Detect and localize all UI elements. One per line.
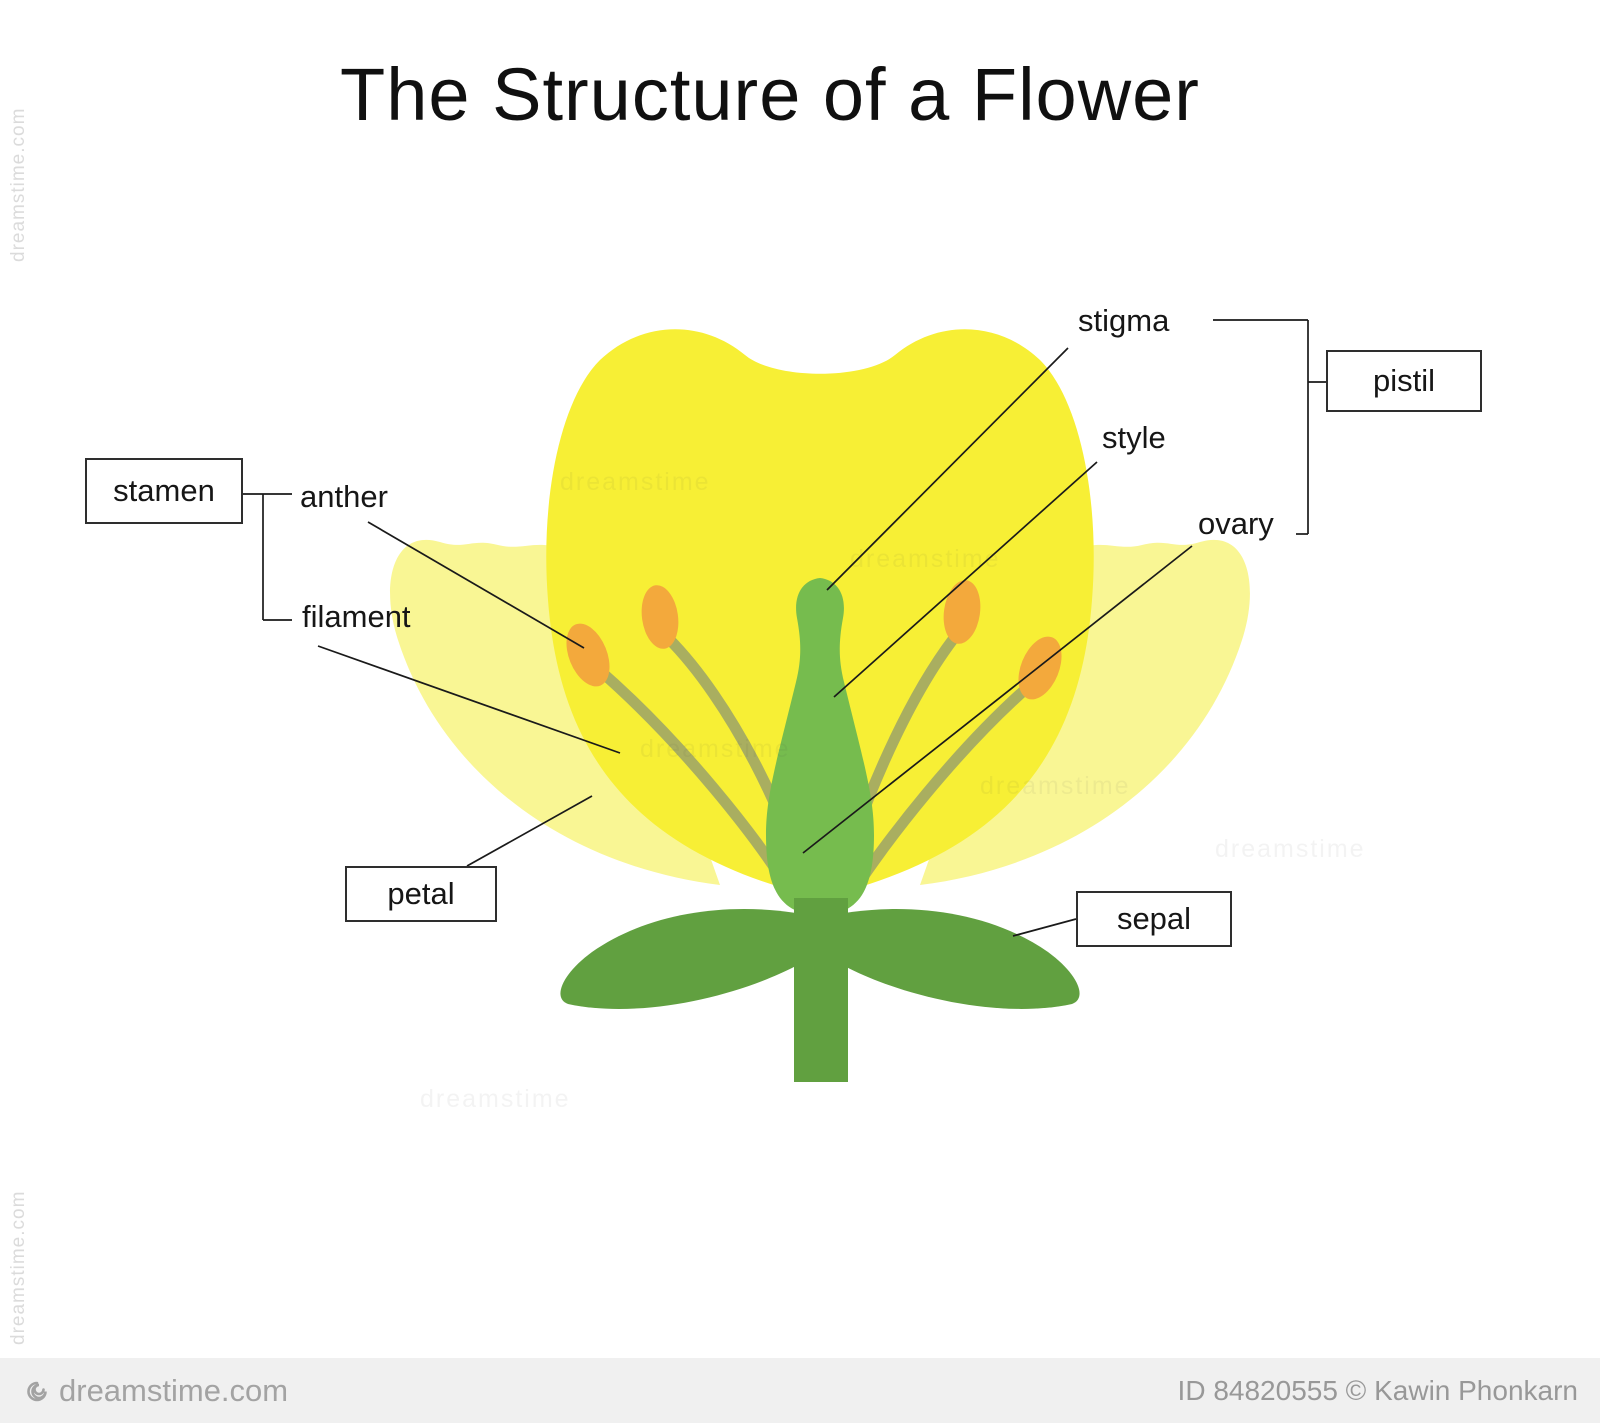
pistil-shape [766, 578, 874, 915]
anther-inner-left [641, 585, 679, 649]
watermark-text: dreamstime [420, 1085, 571, 1113]
label-sepal: sepal [1116, 900, 1192, 936]
watermark-text: dreamstime [850, 545, 1001, 573]
anther-outer-right [1018, 636, 1062, 700]
sepal-right-shape [818, 909, 1080, 1009]
sepal-leader-line [1012, 918, 1077, 937]
label-style: style [1102, 420, 1166, 455]
stigma-leader-line [826, 347, 1069, 591]
label-filament: filament [302, 599, 411, 634]
watermark-vertical: dreamstime.com [8, 107, 29, 262]
label-stigma: stigma [1078, 303, 1170, 338]
watermark-text: dreamstime [560, 468, 711, 496]
petal-leader-line [466, 795, 593, 867]
image-credit: ID 84820555 © Kawin Phonkarn [1177, 1374, 1578, 1406]
sepal-left-shape [560, 909, 822, 1009]
label-ovary: ovary [1198, 506, 1274, 541]
brand-logo: dreamstime.com [22, 1373, 288, 1409]
ovary-leader-line [802, 545, 1193, 854]
dreamstime-spiral-icon [27, 1381, 47, 1401]
watermark-vertical: dreamstime.com [8, 1190, 29, 1345]
anther-leader-line [367, 521, 585, 649]
label-box-pistil: pistil [1326, 350, 1482, 412]
label-pistil: pistil [1372, 362, 1435, 398]
label-box-sepal: sepal [1076, 891, 1232, 947]
anther-inner-right [943, 580, 981, 644]
watermark-text: dreamstime [1215, 835, 1366, 863]
label-stamen: stamen [113, 472, 215, 508]
diagram-title: The Structure of a Flower [340, 53, 1200, 136]
label-box-petal: petal [345, 866, 497, 922]
footer-bar: dreamstime.com ID 84820555 © Kawin Phonk… [0, 1358, 1600, 1423]
watermark-text: dreamstime [980, 772, 1131, 800]
watermark-text: dreamstime [640, 735, 791, 763]
stem-shape [794, 898, 848, 1082]
label-box-stamen: stamen [85, 458, 243, 524]
brand-text: dreamstime.com [59, 1372, 289, 1408]
label-petal: petal [387, 875, 455, 911]
anther-outer-left [566, 623, 610, 687]
label-anther: anther [300, 479, 388, 514]
filament-leader-line [317, 645, 621, 754]
style-leader-line [833, 461, 1098, 698]
leader-lines [243, 319, 1326, 937]
